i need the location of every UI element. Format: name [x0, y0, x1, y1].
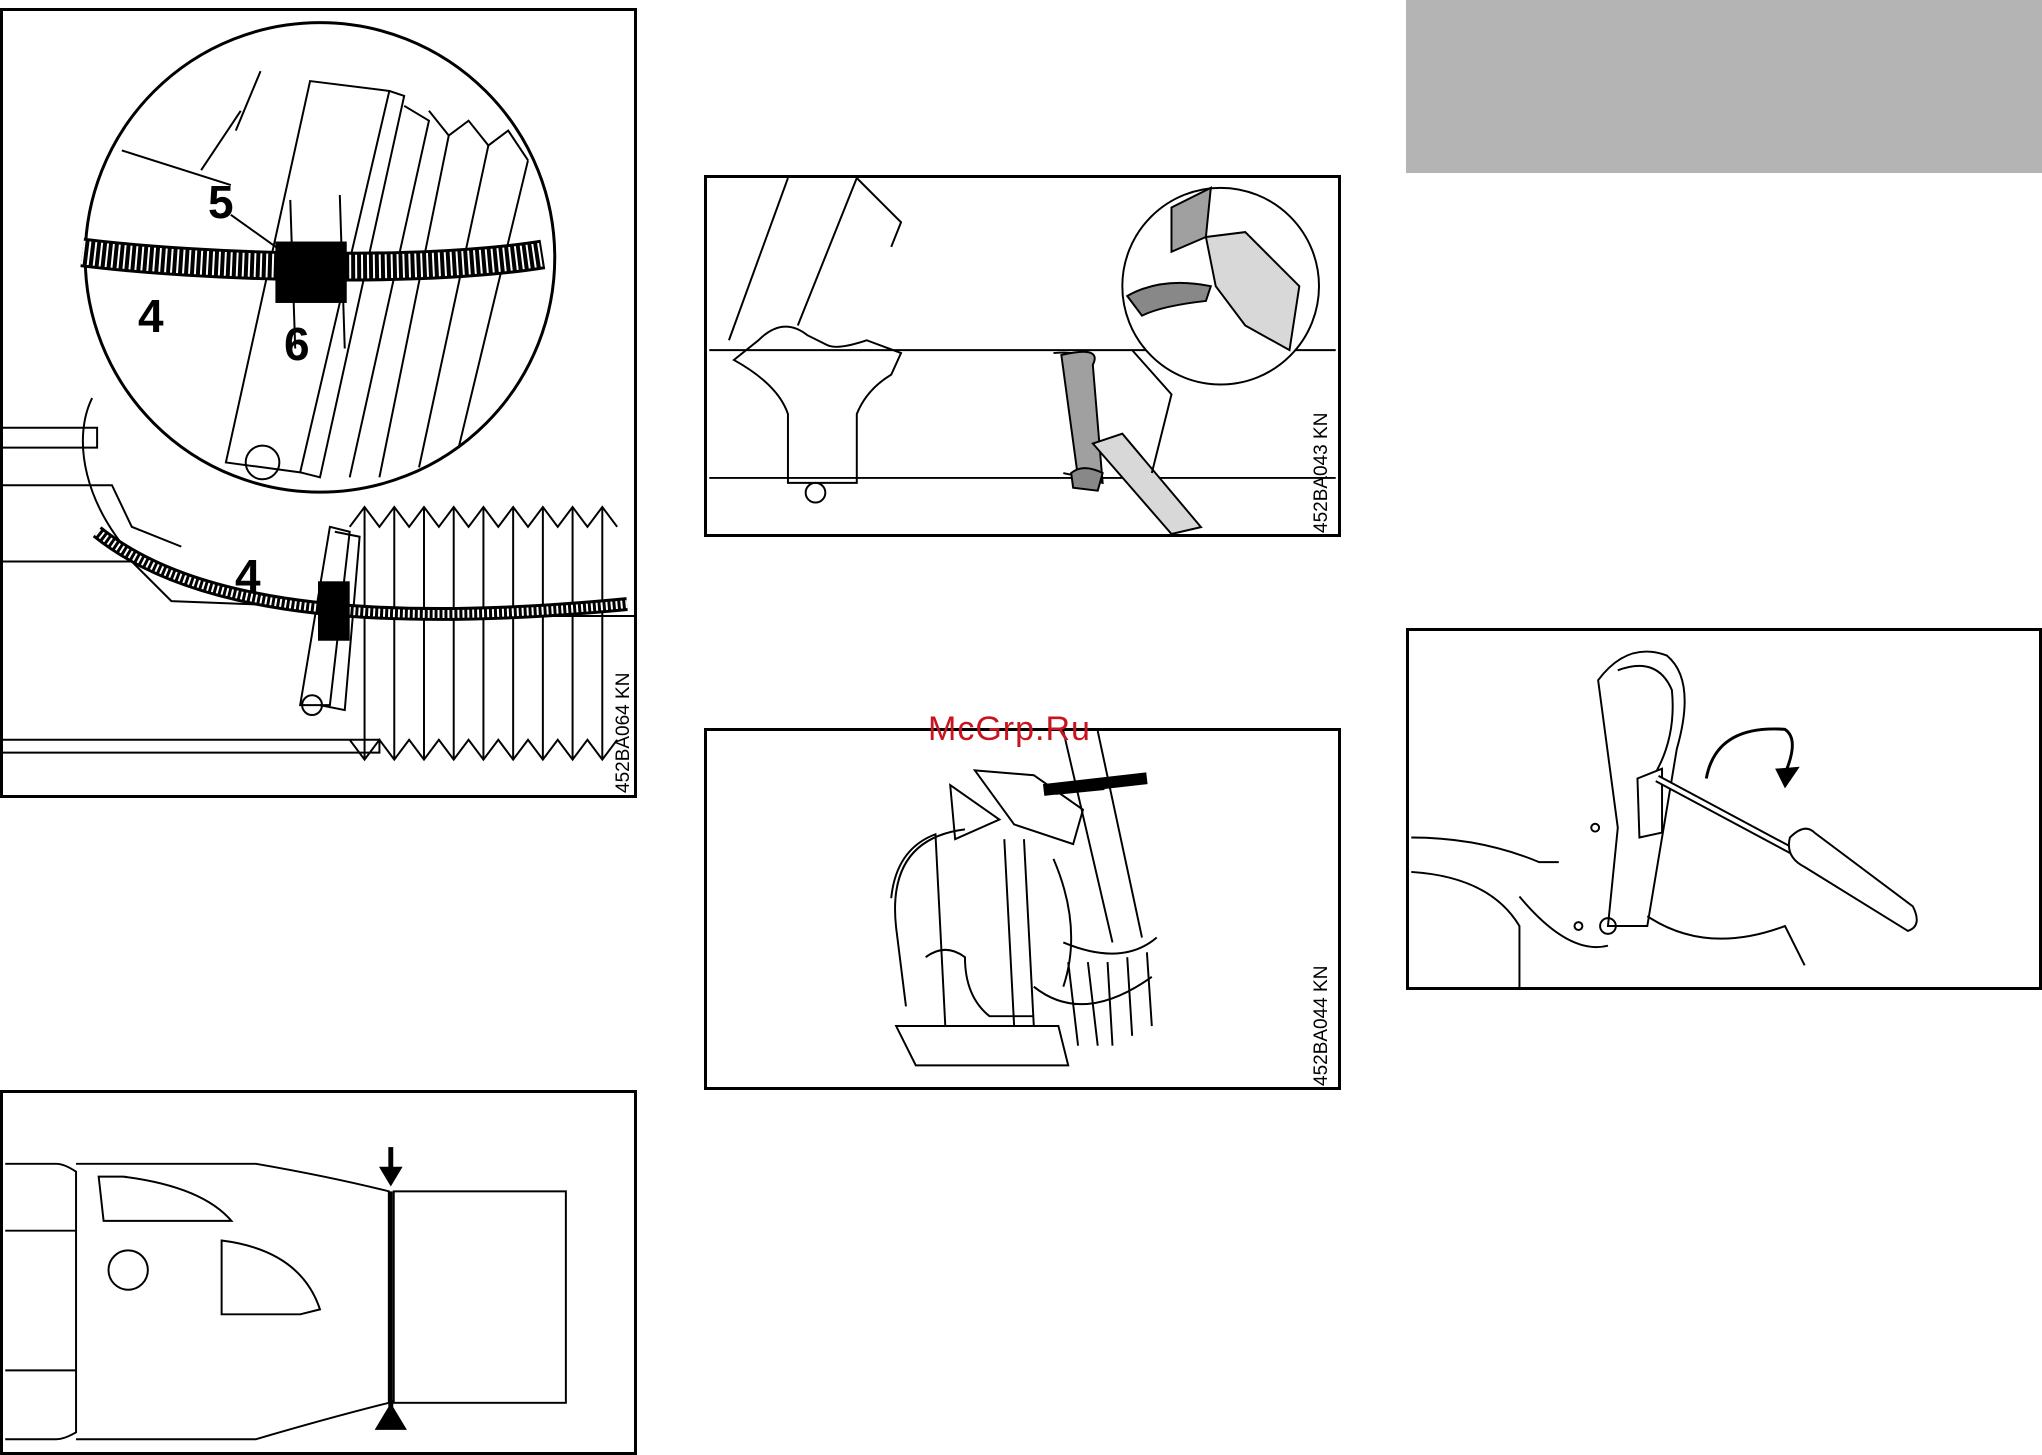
figure-nozzle-cut: [0, 1090, 637, 1455]
watermark-text: McGrp.Ru: [928, 710, 1091, 749]
figure-strap-clip: 452BA043 KN: [704, 175, 1341, 537]
figure-code: 452BA064 KN: [613, 673, 635, 793]
nozzle-cut-drawing: [3, 1093, 634, 1452]
callout-4-upper: 4: [138, 293, 164, 339]
figure-throttle-screwdriver: [1406, 628, 2042, 990]
strap-clip-drawing: [707, 178, 1338, 534]
hose-clamp-drawing: [3, 11, 634, 795]
callout-4-lower: 4: [235, 553, 261, 599]
figure-backpack-blower: 452BA044 KN: [704, 728, 1341, 1090]
callout-5: 5: [208, 179, 234, 225]
throttle-screwdriver-drawing: [1409, 631, 2039, 987]
header-grey-block: [1406, 0, 2042, 173]
backpack-blower-drawing: [707, 731, 1338, 1087]
figure-code: 452BA044 KN: [1311, 966, 1333, 1086]
figure-code: 452BA043 KN: [1311, 413, 1333, 533]
figure-hose-clamp: 5 4 6 4 452BA064 KN: [0, 8, 637, 798]
callout-6: 6: [284, 321, 310, 367]
